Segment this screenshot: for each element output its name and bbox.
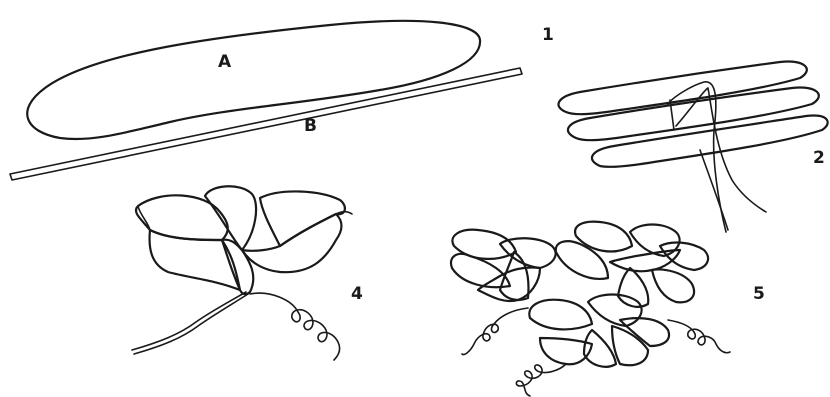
flower-5a-petal-2: [500, 238, 556, 268]
flower-4-stem: [132, 292, 248, 354]
cluster-curl-left: [462, 308, 528, 355]
label-step-1: 1: [542, 27, 554, 44]
label-step-5: 5: [753, 286, 765, 303]
flower-4-petal-front-right: [242, 214, 341, 272]
step-4-flower: [132, 186, 352, 360]
flower-5b-petal-1: [575, 222, 632, 252]
step-5-cluster: [451, 222, 730, 396]
label-part-a: A: [218, 54, 231, 71]
flower-5c-petal-2: [588, 295, 642, 327]
label-step-2: 2: [813, 150, 825, 167]
cluster-curl-right: [668, 320, 730, 353]
flower-5b-petal-3: [660, 243, 708, 270]
flower-4-petal-right: [260, 191, 345, 246]
step-2-group: [558, 61, 827, 232]
flower-5c-petal-5: [612, 326, 648, 365]
flower-5b-petal-7: [652, 270, 694, 303]
flower-5a-petal-3: [451, 254, 510, 287]
label-part-b: B: [304, 118, 317, 135]
flower-5c-petal-1: [529, 300, 592, 330]
flower-4-curl: [250, 293, 340, 360]
cluster-curl-bottom: [516, 364, 566, 396]
wire-b: [10, 68, 522, 180]
petal-strip-a: [27, 21, 480, 139]
tie-wire-2: [676, 88, 766, 212]
label-step-4: 4: [351, 286, 363, 303]
step-1-group: [10, 21, 522, 180]
flower-5b-petal-6: [618, 268, 648, 307]
flower-5c-petal-4: [584, 330, 616, 367]
flower-5b-petal-4: [556, 241, 608, 279]
strip-top: [558, 61, 806, 114]
